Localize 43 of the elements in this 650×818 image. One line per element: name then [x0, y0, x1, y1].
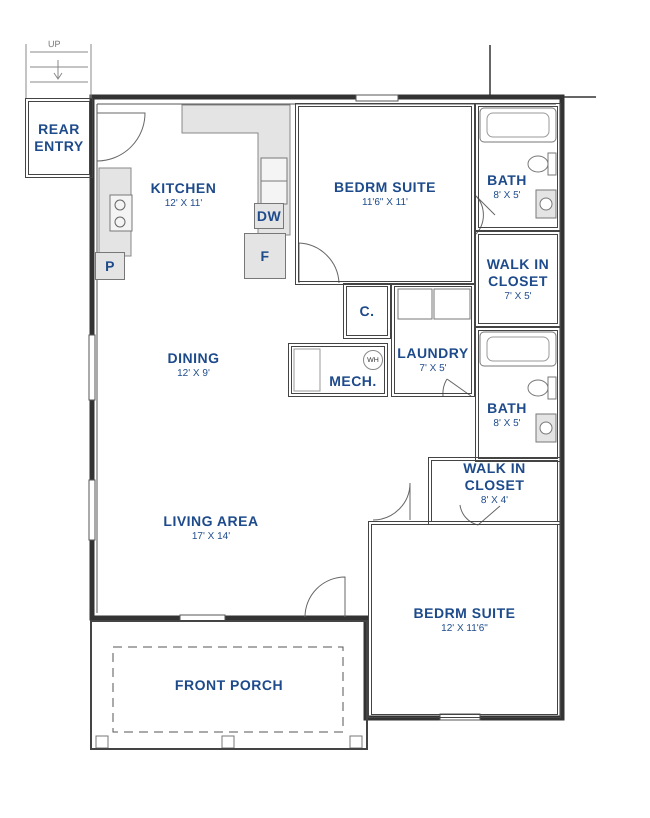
room-name: BEDRM SUITE [334, 179, 436, 196]
room-name: MECH. [329, 372, 377, 390]
porch [90, 620, 368, 750]
room-name: BATH [487, 172, 527, 189]
closet [343, 283, 391, 339]
room-name: BEDRM SUITE [414, 604, 516, 622]
stair-direction-label: UP [46, 39, 63, 49]
entry-room [25, 98, 93, 178]
room-name: DINING [168, 350, 220, 367]
room-dimensions: 11'6" X 11' [362, 196, 408, 209]
room-dimensions: 17' X 14' [192, 530, 230, 542]
room-name: BATH [487, 400, 527, 416]
room-dimensions: 12' X 11'6" [441, 622, 488, 634]
closet [475, 231, 561, 327]
bedroom [368, 521, 561, 718]
room-name: KITCHEN [150, 180, 216, 197]
bathroom [475, 103, 561, 231]
room-name: REAR ENTRY [33, 121, 85, 155]
room-name: C. [360, 302, 374, 320]
room-name: WALK IN CLOSET [486, 256, 550, 290]
room-name: LIVING AREA [163, 512, 259, 530]
room-dimensions: 8' X 4' [480, 494, 508, 506]
fixture-label: F [260, 248, 270, 264]
pantry-cabinet [95, 252, 125, 280]
fixture-label: P [105, 258, 115, 274]
bathroom [475, 327, 561, 462]
room-dimensions: 12' X 9' [177, 367, 210, 380]
room-dimensions: 8' X 5' [493, 416, 521, 430]
room-name: LAUNDRY [397, 345, 469, 362]
room-dimensions: 7' X 5' [419, 362, 447, 375]
room-name: FRONT PORCH [174, 676, 284, 694]
refrigerator [244, 233, 286, 279]
fixture-label: DW [256, 208, 282, 224]
room-dimensions: 12' X 11' [164, 197, 202, 210]
room-name: WALK IN CLOSET [462, 460, 527, 494]
mechanical-room [288, 343, 388, 397]
water-heater-circle [363, 350, 383, 370]
laundry-room [391, 283, 475, 397]
dishwasher [254, 203, 284, 229]
bedroom [295, 103, 475, 285]
closet [428, 457, 561, 525]
room-dimensions: 7' X 5' [504, 290, 532, 302]
room-dimensions: 8' X 5' [493, 189, 521, 202]
